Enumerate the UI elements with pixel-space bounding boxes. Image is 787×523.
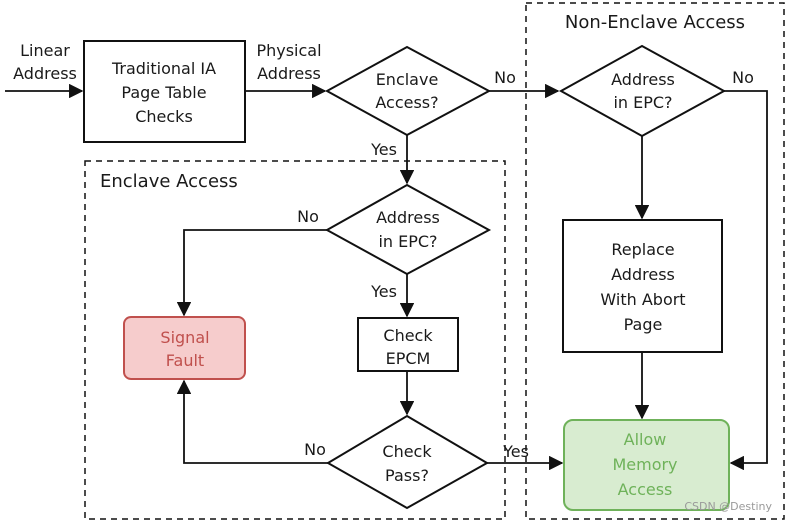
- svg-text:Fault: Fault: [166, 351, 204, 370]
- region-non-enclave-label: Non-Enclave Access: [565, 12, 745, 33]
- svg-text:in EPC?: in EPC?: [378, 232, 437, 251]
- svg-text:With Abort: With Abort: [600, 290, 685, 309]
- node-enclave-access-decision: Enclave Access?: [324, 45, 492, 137]
- node-signal-fault: Signal Fault: [123, 316, 246, 380]
- svg-text:Traditional IA: Traditional IA: [111, 59, 216, 78]
- svg-text:Replace: Replace: [611, 240, 674, 259]
- node-replace-address: Replace Address With Abort Page: [562, 219, 723, 353]
- region-enclave-label: Enclave Access: [100, 171, 238, 192]
- svg-text:in EPC?: in EPC?: [613, 93, 672, 112]
- region-non-enclave: [525, 2, 785, 520]
- svg-text:Enclave: Enclave: [376, 70, 439, 89]
- svg-text:Check: Check: [382, 442, 432, 461]
- svg-text:Checks: Checks: [135, 107, 193, 126]
- watermark: CSDN @Destiny: [684, 500, 772, 513]
- svg-text:Access: Access: [618, 480, 673, 499]
- label-linear-address: Linear: [20, 41, 70, 60]
- svg-text:Allow: Allow: [624, 430, 667, 449]
- edge-checkpass-no: [176, 379, 328, 464]
- svg-text:Access?: Access?: [375, 93, 438, 112]
- svg-text:Memory: Memory: [612, 455, 677, 474]
- node-address-in-epc-nonenclave: Address in EPC?: [558, 44, 727, 138]
- label-epc-enclave-yes: Yes: [370, 282, 397, 301]
- svg-text:EPCM: EPCM: [386, 349, 431, 368]
- label-physical-address-2: Address: [257, 64, 321, 83]
- node-traditional-checks: Traditional IA Page Table Checks: [83, 40, 246, 143]
- svg-text:Signal: Signal: [160, 328, 209, 347]
- edge-epc-nonenclave-no: [724, 90, 768, 471]
- label-checkpass-no: No: [304, 440, 326, 459]
- label-epc-enclave-no: No: [297, 207, 319, 226]
- node-check-epcm: Check EPCM: [357, 317, 459, 372]
- label-enclave-yes: Yes: [370, 140, 397, 159]
- svg-text:Pass?: Pass?: [385, 466, 429, 485]
- svg-text:Address: Address: [611, 265, 675, 284]
- svg-text:Address: Address: [611, 70, 675, 89]
- node-check-pass-decision: Check Pass?: [326, 414, 490, 510]
- node-allow-memory-access: Allow Memory Access: [563, 419, 730, 511]
- label-linear-address-2: Address: [13, 64, 77, 83]
- svg-text:Check: Check: [383, 326, 433, 345]
- svg-text:Page Table: Page Table: [121, 83, 206, 102]
- label-enclave-no: No: [494, 68, 516, 87]
- node-address-in-epc-enclave: Address in EPC?: [324, 183, 492, 276]
- edge-epc-enclave-no: [176, 229, 327, 317]
- svg-text:Address: Address: [376, 208, 440, 227]
- region-enclave: [84, 160, 506, 520]
- label-epc-nonenclave-no: No: [732, 68, 754, 87]
- svg-text:Page: Page: [624, 315, 663, 334]
- label-checkpass-yes: Yes: [502, 442, 529, 461]
- label-physical-address: Physical: [256, 41, 321, 60]
